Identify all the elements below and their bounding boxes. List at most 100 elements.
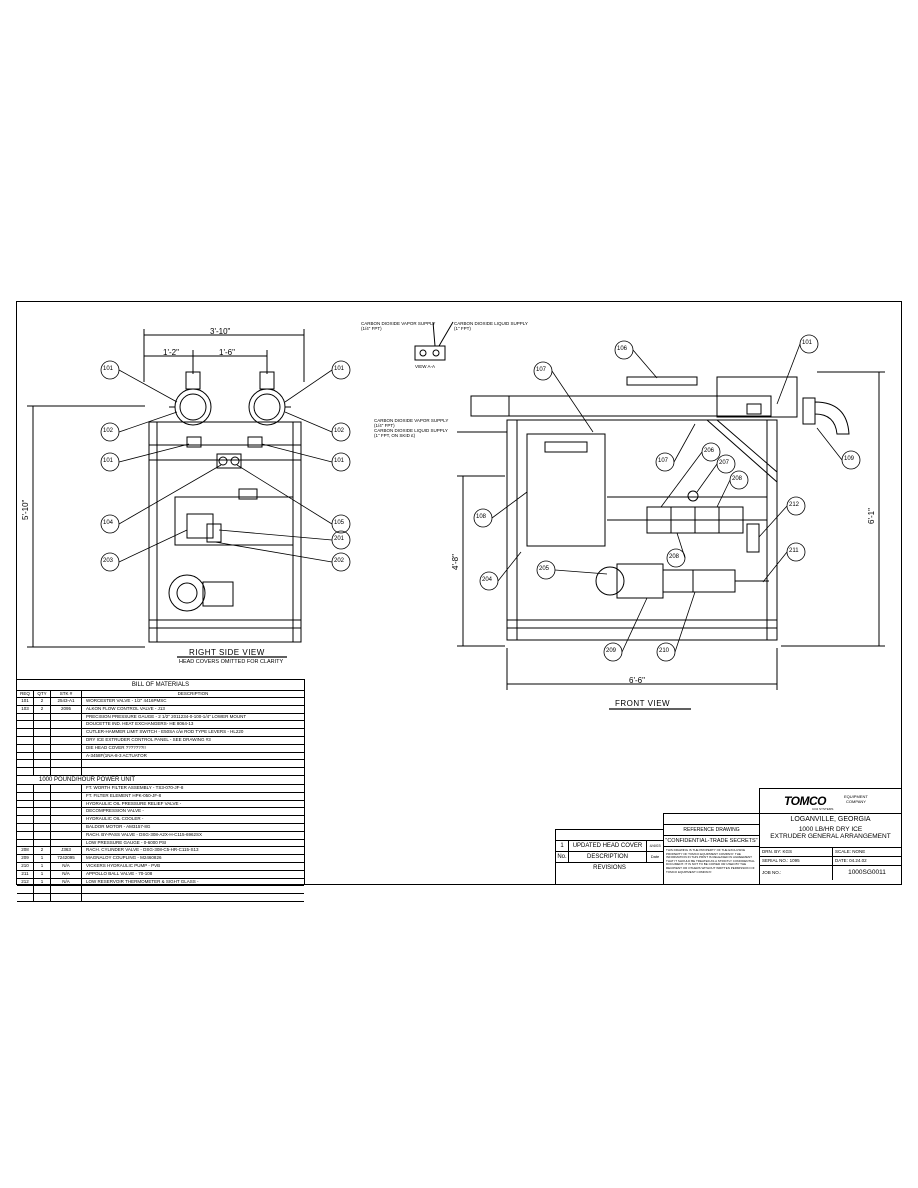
bom-cell-qty	[34, 894, 51, 901]
bom-cell-req	[17, 839, 34, 847]
bom-cell-desc	[82, 768, 304, 775]
revision-number: 1	[556, 841, 569, 851]
view-aa-label: VIEW A-A	[415, 364, 436, 369]
bom-cell-req: 211	[17, 870, 34, 878]
balloon-label: 108	[476, 514, 487, 520]
bom-cell-desc: RACH. BY-PASS VALVE - DSG-308-A2X-H-C115…	[86, 831, 203, 837]
bom-cell-qty	[34, 823, 51, 831]
bom-row: RACH. BY-PASS VALVE - DSG-308-A2X-H-C115…	[17, 831, 304, 840]
front-view-title: FRONT VIEW	[615, 699, 671, 708]
balloon-label: 206	[704, 448, 715, 454]
bom-row: DECOMPRESSION VALVE -	[17, 808, 304, 817]
bom-row: HYDRAULIC OIL COOLER -	[17, 816, 304, 824]
bom-row: DRY ICE EXTRUDER CONTROL PANEL - SEE DRA…	[17, 736, 304, 745]
bom-row: PRECISION PRESSURE GAUGE - 2 1/2" 201123…	[17, 713, 304, 722]
revision-header-no: No.	[556, 852, 569, 862]
balloon-label: 202	[334, 558, 345, 564]
right-side-view-note: HEAD COVERS OMITTED FOR CLARITY	[179, 659, 284, 665]
revision-header-date: Date	[650, 854, 660, 859]
reference-block: REFERENCE DRAWING "CONFIDENTIAL-TRADE SE…	[663, 813, 759, 884]
bom-cell-stk	[51, 784, 82, 792]
balloon-label: 101	[103, 458, 114, 464]
bom-cell-qty	[34, 784, 51, 792]
bom-cell-desc: VICKERS HYDRAULIC PUMP - PVB	[86, 862, 161, 868]
bom-row: CUTLER-HAMMER LIMIT SWITCH - E50SA c/w R…	[17, 729, 304, 737]
balloon-label: 101	[802, 340, 813, 346]
balloon-label: 101	[334, 366, 345, 372]
note-text: CARBON DIOXIDE LIQUID SUPPLY	[374, 428, 448, 433]
bom-cell-desc: LOW PRESSURE GAUGE - 0-6000 PSI	[86, 839, 167, 845]
bom-cell-stk	[51, 816, 82, 823]
bom-cell-stk	[51, 808, 82, 816]
bom-cell-desc: HYDRAULIC OIL COOLER -	[86, 816, 144, 822]
bom-cell-desc: DECOMPRESSION VALVE -	[86, 808, 144, 814]
confidential-label: "CONFIDENTIAL-TRADE SECRETS"	[664, 836, 759, 847]
bom-cell-stk: 7242095	[51, 855, 82, 862]
note-text: (1/4" FPT)	[374, 423, 395, 428]
balloon-label: 205	[539, 566, 550, 572]
bom-cell-stk	[51, 839, 82, 847]
balloon-label: 102	[103, 428, 114, 434]
bom-cell-stk: 2095	[51, 705, 82, 713]
bom-cell-qty	[34, 808, 51, 816]
balloon-label: 101	[103, 366, 114, 372]
balloon-label: 204	[482, 577, 493, 583]
info-row-1: DRN. BY: KGS SCALE: NONE	[760, 848, 901, 857]
balloon-label: 210	[659, 648, 670, 654]
bom-cell-stk	[51, 886, 82, 894]
bom-col-stk: STK #	[51, 691, 82, 697]
bom-cell-qty: 1	[34, 870, 51, 878]
company-sub-2: COMPANY	[846, 799, 866, 804]
balloon-label: 109	[844, 456, 855, 462]
bom-cell-req	[17, 744, 34, 752]
bom-cell-desc: HYDRAULIC OIL PRESSURE RELIEF VALVE -	[86, 800, 182, 806]
bom-row: DOUCETTE IND. HEAT EXCHANGERS- HE 8064-1…	[17, 721, 304, 730]
bom-cell-req	[17, 729, 34, 736]
scale: SCALE: NONE	[835, 849, 866, 854]
reference-drawing-label: REFERENCE DRAWING	[664, 825, 759, 836]
bom-cell-req	[17, 736, 34, 744]
note-text: CARBON DIOXIDE VAPOR SUPPLY	[361, 321, 436, 326]
bom-row: HYDRAULIC OIL PRESSURE RELIEF VALVE -	[17, 800, 304, 809]
note-vapor-supply-top: CARBON DIOXIDE VAPOR SUPPLY (1/4" FPT)	[361, 321, 435, 331]
revision-description: UPDATED HEAD COVER	[569, 841, 647, 851]
bom-cell-desc	[82, 760, 304, 767]
balloon-label: 207	[719, 460, 730, 466]
bom-title: BILL OF MATERIALS	[17, 680, 304, 691]
balloon-label: 101	[334, 458, 345, 464]
bom-row: A-3458F(1NA-8-3 ACTUATOR	[17, 752, 304, 761]
balloon-label: 102	[334, 428, 345, 434]
drawing-number: 1000SG0011	[848, 869, 886, 876]
bom-cell-qty	[34, 839, 51, 847]
bill-of-materials: BILL OF MATERIALS REQ QTY STK # DESCRIPT…	[17, 679, 305, 902]
bom-cell-stk	[51, 713, 82, 721]
dim-front-height-left: 4'-8"	[451, 554, 460, 570]
bom-cell-req	[17, 800, 34, 808]
bom-cell-stk	[51, 800, 82, 808]
bom-cell-desc: DIE HEAD COVER ???????!!	[86, 744, 146, 750]
bom-cell-req	[17, 792, 34, 800]
bom-row: DIE HEAD COVER ???????!!	[17, 744, 304, 753]
right-side-view-title: RIGHT SIDE VIEW	[189, 648, 265, 657]
note-vapor-supply-front: CARBON DIOXIDE VAPOR SUPPLY (1/4" FPT) C…	[374, 418, 448, 438]
revision-header-desc: DESCRIPTION	[569, 852, 647, 862]
bom-cell-req: 208	[17, 847, 34, 855]
bom-cell-desc: DOUCETTE IND. HEAT EXCHANGERS- HE 8064-1…	[86, 721, 194, 727]
bom-cell-req	[17, 721, 34, 729]
bom-cell-qty	[34, 886, 51, 894]
bom-cell-stk	[51, 768, 82, 775]
note-text: CARBON DIOXIDE VAPOR SUPPLY	[374, 418, 449, 423]
serial-no: SERIAL NO.: 1095	[760, 857, 833, 865]
bom-row	[17, 894, 304, 902]
revision-header: No. DESCRIPTION Date	[556, 852, 663, 863]
drawn-by: DRN. BY: KGS	[760, 848, 833, 856]
balloon-label: 203	[103, 558, 114, 564]
note-text: (1" FPT, ON SKID £)	[374, 433, 416, 438]
company-sub-1: EQUIPMENT	[844, 794, 868, 799]
dim-right-span: 1'-6"	[219, 348, 235, 357]
bom-section-title: 1000 POUND/HOUR POWER UNIT	[17, 776, 304, 785]
